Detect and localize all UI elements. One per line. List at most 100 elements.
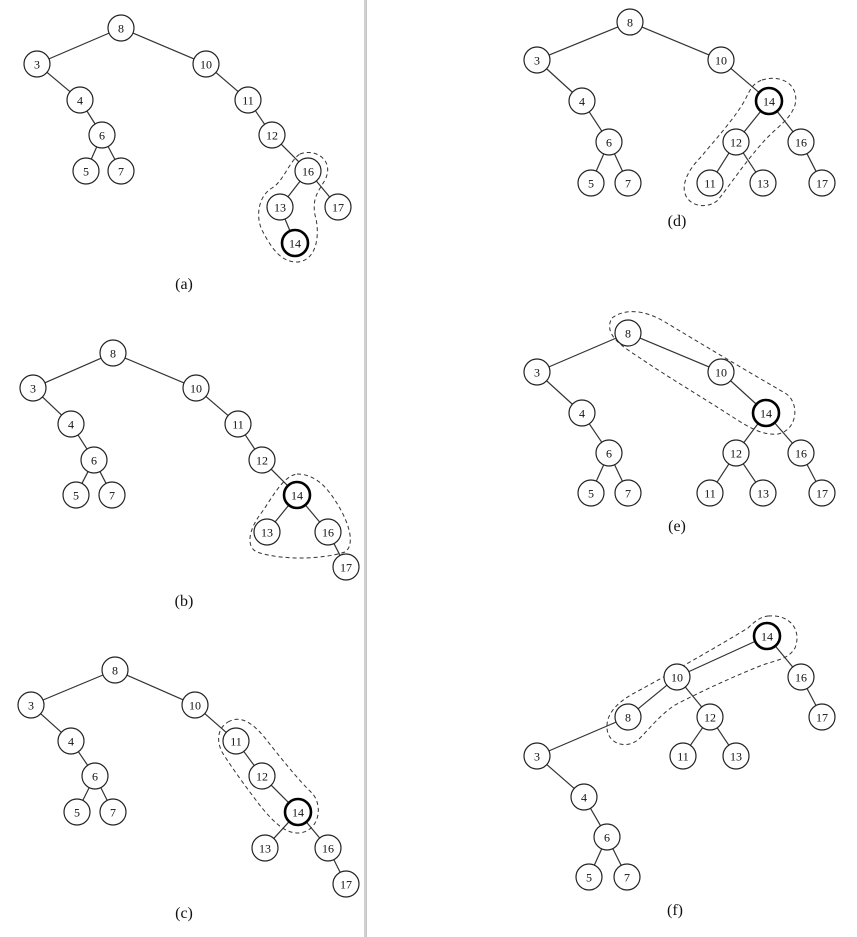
node-label: 17	[816, 177, 828, 191]
tree-node: 5	[62, 481, 90, 509]
node-label: 4	[581, 791, 587, 805]
tree-edge	[40, 713, 62, 733]
node-label: 14	[292, 806, 304, 820]
tree-edge	[730, 67, 760, 94]
node-label: 11	[704, 487, 716, 501]
node-label: 5	[83, 165, 89, 179]
node-circle	[523, 46, 551, 74]
node-label: 11	[704, 177, 716, 191]
node-label: 6	[606, 136, 612, 150]
tree-node: 14	[751, 398, 781, 428]
node-circle	[314, 518, 342, 546]
tree-node: 11	[696, 479, 724, 507]
tree-node: 14	[283, 797, 313, 827]
node-label: 13	[757, 487, 769, 501]
node-circle	[593, 823, 621, 851]
node-circle	[575, 863, 603, 891]
node-circle	[577, 479, 605, 507]
tree-node: 13	[251, 834, 279, 862]
node-label: 10	[190, 382, 202, 396]
highlighted-node-circle	[282, 480, 312, 510]
node-label: 16	[322, 526, 334, 540]
tree-edge	[684, 686, 703, 708]
tree-edge	[333, 859, 341, 873]
node-label: 4	[579, 407, 585, 421]
tree-node: 16	[314, 518, 342, 546]
tree-node: 16	[294, 157, 322, 185]
tree-edge	[588, 423, 603, 443]
panel-caption: (d)	[668, 213, 687, 230]
node-circle	[696, 169, 724, 197]
tree-edge	[588, 111, 603, 132]
node-circle	[107, 157, 135, 185]
panel-caption: (b)	[175, 593, 194, 610]
node-circle	[192, 50, 220, 78]
tree-edge	[77, 434, 88, 450]
tree-edge	[806, 464, 817, 482]
grouping-outline	[218, 718, 319, 834]
node-label: 10	[715, 366, 727, 380]
tree-node: 8	[614, 703, 642, 731]
node-label: 17	[816, 487, 828, 501]
grouping-outline	[609, 311, 796, 435]
node-label: 7	[110, 806, 116, 820]
tree-edge	[639, 337, 710, 368]
tree-node: 17	[808, 479, 836, 507]
node-circle	[99, 339, 127, 367]
tree-edge	[774, 645, 794, 668]
right-column	[367, 0, 857, 937]
node-circle	[787, 663, 815, 691]
node-circle	[17, 691, 45, 719]
node-label: 14	[291, 489, 303, 503]
tree-edge	[274, 504, 290, 523]
node-circle	[616, 8, 644, 36]
tree-edge	[612, 848, 622, 866]
tree-edge	[593, 848, 603, 866]
tree-node: 14	[280, 228, 310, 258]
node-circle	[98, 481, 126, 509]
tree-node: 16	[787, 439, 815, 467]
tree-edge	[716, 727, 730, 746]
tree-node: 12	[248, 446, 276, 474]
tree-node: 11	[224, 410, 252, 438]
tree-node: 3	[19, 374, 47, 402]
tree-edge	[270, 784, 290, 804]
node-circle	[808, 169, 836, 197]
node-circle	[81, 762, 109, 790]
node-circle	[294, 157, 322, 185]
node-label: 3	[34, 58, 40, 72]
node-circle	[523, 358, 551, 386]
tree-node: 6	[81, 762, 109, 790]
tree-node: 12	[248, 762, 276, 790]
node-circle	[595, 439, 623, 467]
tree-node: 4	[568, 399, 596, 427]
tree-edge	[774, 422, 793, 444]
node-circle	[614, 703, 642, 731]
tree-edge	[77, 751, 89, 766]
tree-node: 17	[332, 553, 360, 581]
tree-edge	[806, 153, 817, 172]
grouping-outline	[249, 473, 351, 559]
tree-node: 13	[266, 193, 294, 221]
tree-node: 5	[72, 157, 100, 185]
node-circle	[251, 834, 279, 862]
tree-node: 14	[282, 480, 312, 510]
node-circle	[57, 410, 85, 438]
node-circle	[224, 410, 252, 438]
node-circle	[80, 446, 108, 474]
node-label: 13	[261, 526, 273, 540]
tree-node: 17	[332, 870, 360, 898]
node-label: 11	[242, 94, 254, 108]
node-circle	[787, 128, 815, 156]
node-label: 3	[534, 366, 540, 380]
node-circle	[722, 128, 750, 156]
tree-edge	[284, 218, 291, 232]
tree-edge	[99, 471, 107, 484]
tree-edge	[48, 32, 110, 60]
node-circle	[66, 86, 94, 114]
node-circle	[787, 439, 815, 467]
node-circle	[663, 663, 691, 691]
